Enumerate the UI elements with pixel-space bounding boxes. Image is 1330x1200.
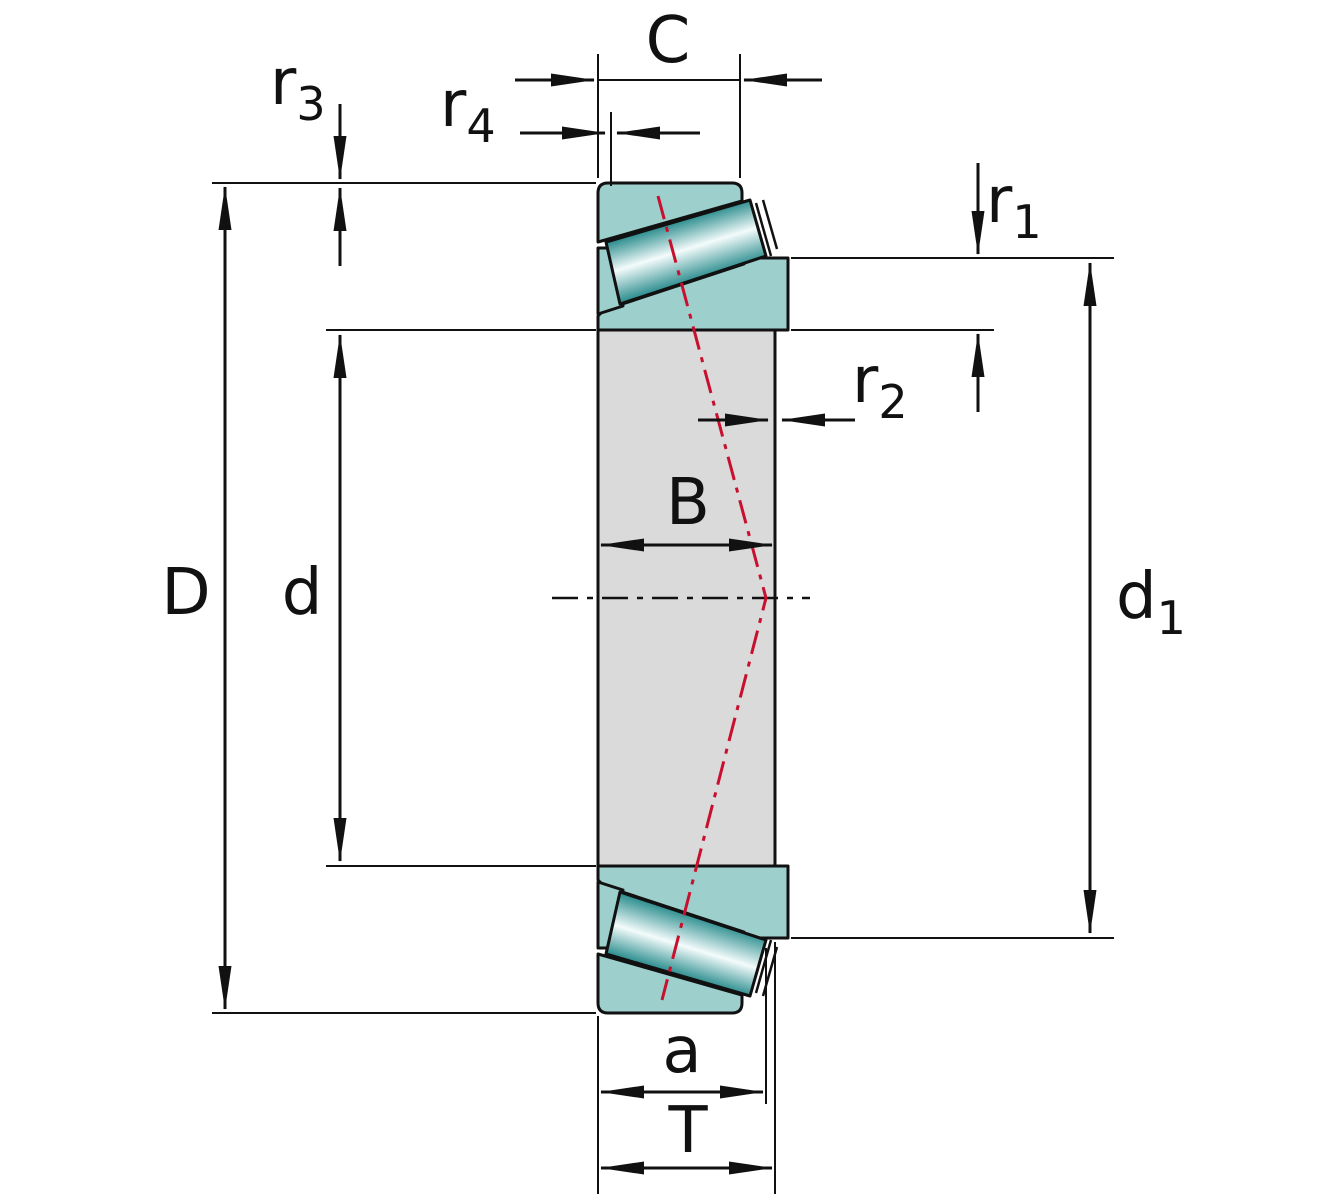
pressure-line <box>656 195 768 1001</box>
label-d: d <box>282 556 323 630</box>
outer-ring-top <box>596 181 744 244</box>
label-d1: d1 <box>1116 560 1186 645</box>
label-r1: r1 <box>986 164 1042 249</box>
label-T: T <box>667 1094 708 1168</box>
label-D: D <box>161 556 210 630</box>
tapered-roller-bottom <box>604 890 768 998</box>
label-r2: r2 <box>852 344 908 429</box>
label-r4: r4 <box>440 68 496 153</box>
cage-line-top-1 <box>754 202 773 257</box>
label-C: C <box>646 4 691 78</box>
label-B: B <box>666 466 710 540</box>
tapered-roller-top <box>604 198 768 306</box>
label-a: a <box>662 1014 701 1088</box>
label-r3: r3 <box>270 46 326 131</box>
outer-ring-bottom <box>596 952 744 1015</box>
cage-line-top-2 <box>761 199 779 250</box>
cage-line-bottom-1 <box>754 939 773 994</box>
